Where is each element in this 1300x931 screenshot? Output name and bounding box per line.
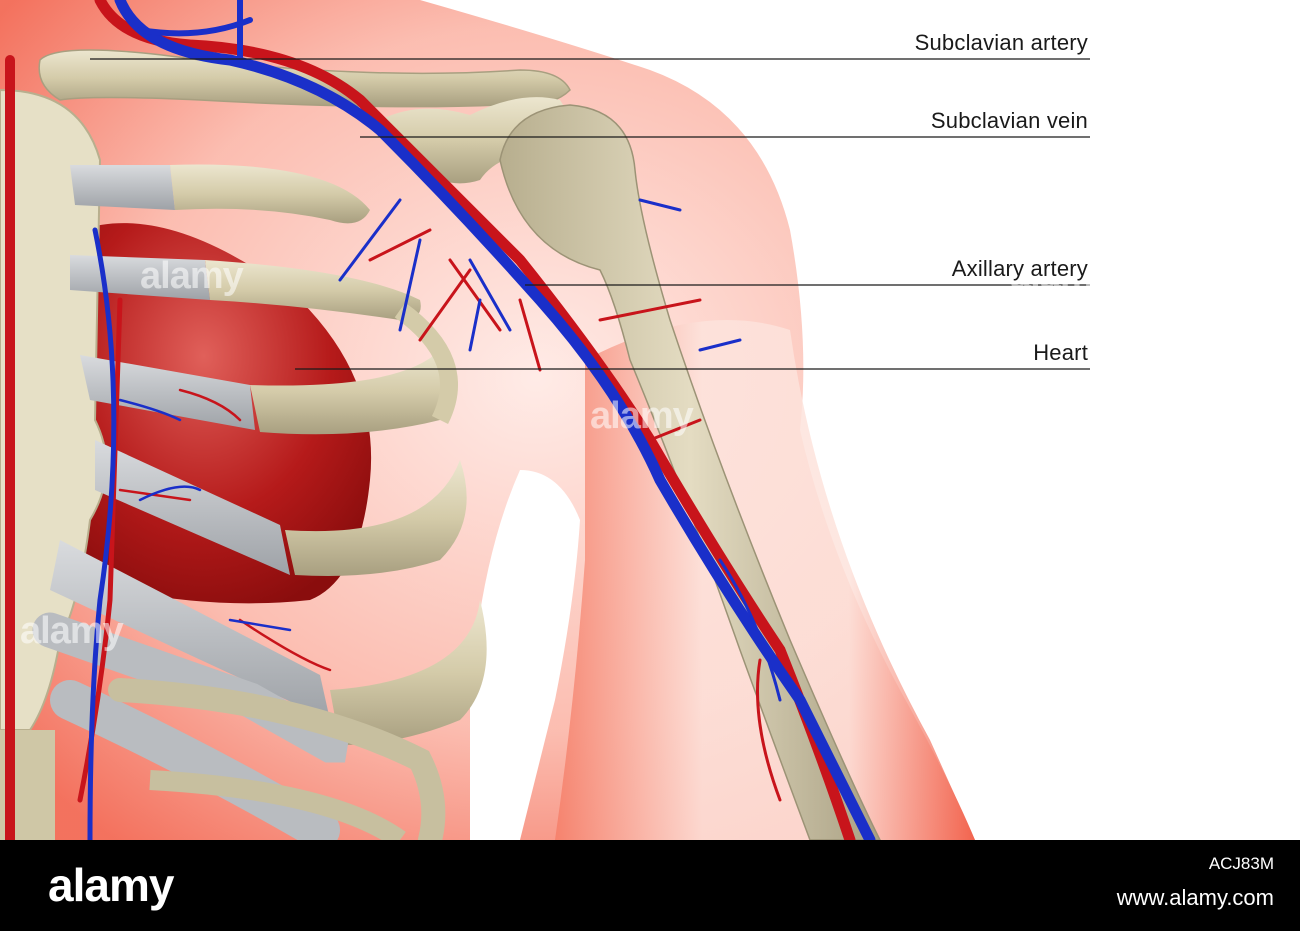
label-heart: Heart: [1033, 340, 1088, 365]
label-subclavian-artery: Subclavian artery: [914, 30, 1088, 55]
alamy-logo: alamy: [48, 859, 174, 911]
watermark-right: alamy: [1010, 255, 1114, 297]
veins: [87, 0, 876, 840]
label-subclavian-vein: Subclavian vein: [930, 108, 1088, 133]
pointer-lines: [90, 58, 1090, 370]
watermark-left: alamy: [140, 255, 244, 297]
watermark-bottom: alamy: [20, 610, 124, 652]
footer-bar: alamy ACJ83M www.alamy.com: [0, 840, 1300, 931]
arteries: [5, 0, 856, 840]
anatomy-illustration: [0, 0, 1090, 840]
label-axillary-artery: Axillary artery: [951, 256, 1088, 281]
image-id: ACJ83M: [1208, 854, 1274, 873]
watermark-center: alamy: [590, 395, 694, 437]
footer-url: www.alamy.com: [1116, 885, 1274, 910]
